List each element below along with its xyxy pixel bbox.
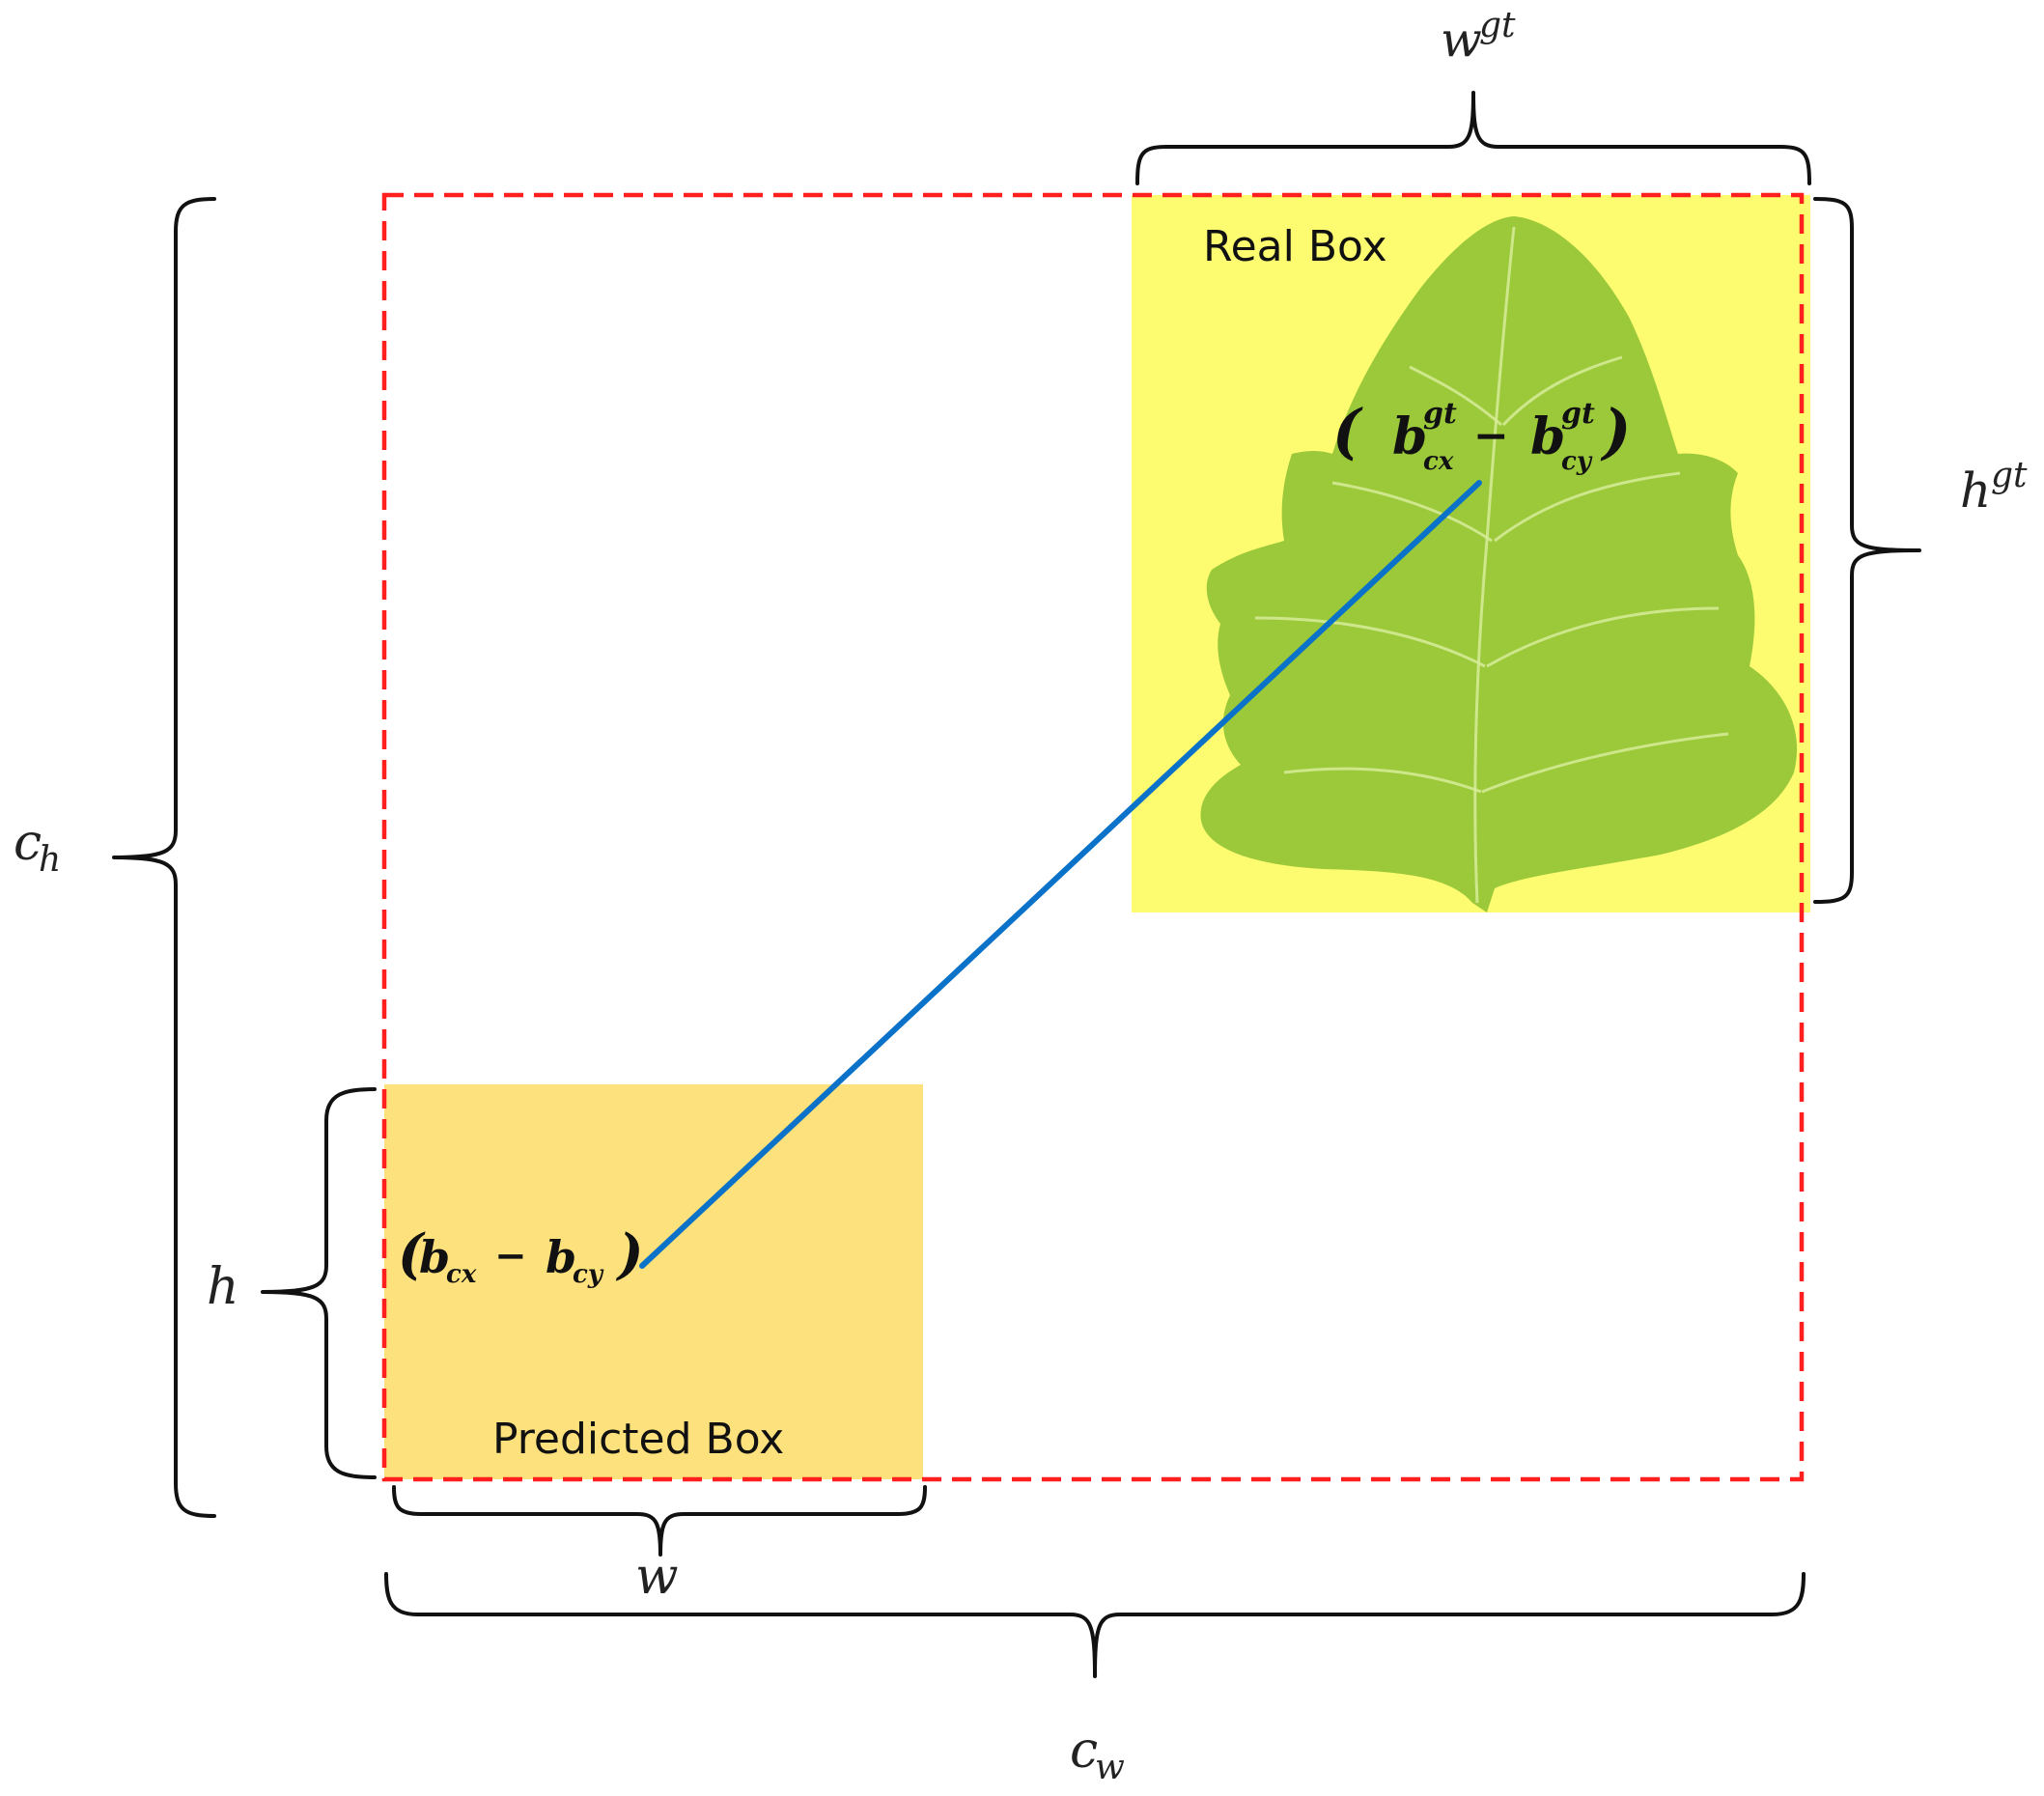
svg-text:gt: gt	[1991, 456, 2028, 495]
predicted-box	[384, 1084, 923, 1479]
svg-text:h: h	[1960, 463, 1991, 519]
h-gt-label: h gt	[1960, 456, 2028, 519]
svg-text:w: w	[1441, 12, 1482, 68]
svg-text:gt: gt	[1479, 6, 1516, 45]
svg-text:cx: cx	[446, 1260, 477, 1289]
svg-text:): )	[1600, 396, 1631, 466]
predicted-box-label: Predicted Box	[492, 1415, 784, 1464]
svg-text:−: −	[1473, 411, 1509, 461]
leaf-image	[1200, 216, 1798, 912]
c-h-label: c h	[14, 814, 61, 880]
svg-text:cy: cy	[573, 1260, 604, 1289]
svg-text:gt: gt	[1561, 397, 1595, 431]
pred-center-formula: ( b cx − b cy )	[398, 1222, 644, 1289]
h-brace	[261, 1087, 377, 1479]
svg-text:w: w	[1095, 1748, 1125, 1787]
h-gt-brace	[1813, 197, 1921, 904]
svg-text:(: (	[1332, 396, 1363, 466]
enclosing-box	[381, 192, 1805, 1482]
svg-text:b: b	[546, 1231, 576, 1283]
svg-text:−: −	[494, 1233, 527, 1278]
gt-center-formula: ( b gt cx − b gt cy )	[1332, 396, 1631, 476]
c-w-brace	[384, 1572, 1806, 1678]
svg-text:cy: cy	[1561, 447, 1593, 476]
svg-text:b: b	[1392, 407, 1427, 466]
c-w-label: c w	[1070, 1722, 1125, 1787]
center-distance-line	[639, 480, 1482, 1269]
real-box-label: Real Box	[1203, 222, 1387, 271]
c-h-brace	[112, 197, 216, 1518]
w-brace	[392, 1485, 927, 1557]
w-gt-label: w gt	[1441, 6, 1516, 68]
svg-text:): )	[615, 1222, 644, 1286]
svg-text:gt: gt	[1423, 397, 1457, 431]
svg-text:c: c	[1070, 1722, 1098, 1780]
w-label: w	[635, 1548, 679, 1606]
svg-text:c: c	[14, 814, 42, 872]
h-label: h	[207, 1258, 239, 1316]
svg-text:(: (	[398, 1222, 426, 1286]
svg-text:b: b	[1530, 407, 1565, 466]
w-gt-brace	[1135, 91, 1811, 185]
svg-text:b: b	[419, 1231, 450, 1283]
svg-text:cx: cx	[1423, 447, 1454, 476]
svg-text:h: h	[39, 840, 61, 880]
